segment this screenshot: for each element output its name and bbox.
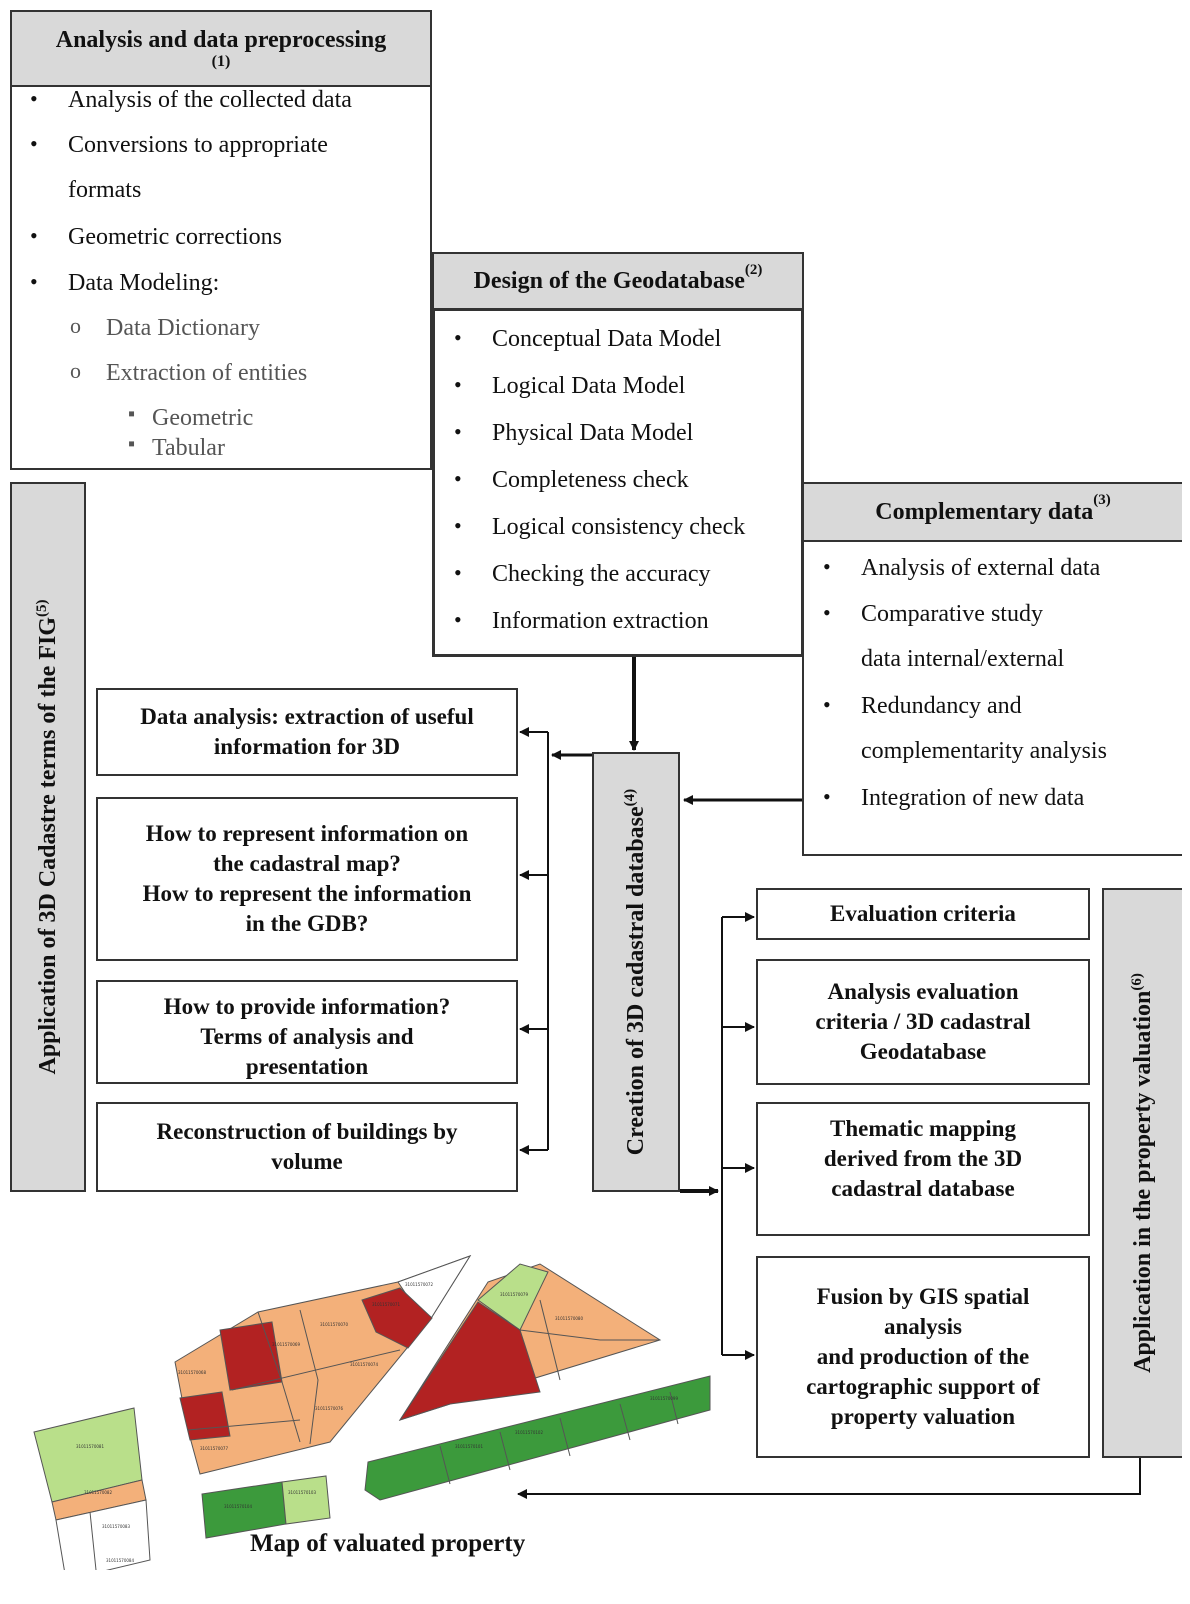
- box3-item: Comparative study: [823, 600, 1043, 628]
- box2-panel: Conceptual Data Model Logical Data Model…: [432, 308, 804, 657]
- map-parcel-label: 31011570069: [272, 1342, 300, 1347]
- valuated-property-map: 31011570072 31011570071 31011570070 3101…: [33, 1255, 711, 1570]
- box2-item: Information extraction: [454, 607, 709, 635]
- map-parcel-label: 31011570080: [555, 1316, 583, 1321]
- map-parcel-label: 31011570102: [515, 1430, 543, 1435]
- left-box-provide-information: How to provide information?Terms of anal…: [96, 980, 518, 1084]
- box1-number: (1): [211, 52, 231, 70]
- map-parcel-red-3: [179, 1391, 231, 1441]
- box2-item: Completeness check: [454, 466, 689, 494]
- box1-subitem: Data Dictionary: [70, 313, 260, 342]
- box3-title: Complementary data: [875, 498, 1094, 525]
- map-parcel-label: 31011570104: [224, 1504, 252, 1509]
- map-parcel-label: 31011570084: [106, 1558, 134, 1563]
- map-parcel-red-triangle: [398, 1301, 541, 1421]
- map-parcel-label: 31011570068: [178, 1370, 206, 1375]
- map-parcel-label: 31011570077: [200, 1446, 228, 1451]
- box1-item: Conversions to appropriate: [30, 131, 328, 159]
- box5-vertical: Application of 3D Cadastre terms of the …: [10, 482, 86, 1192]
- box1-subitem: Extraction of entities: [70, 358, 307, 387]
- map-parcel-label: 31011570079: [500, 1292, 528, 1297]
- map-parcel-white-left: [55, 1499, 151, 1570]
- map-parcel-green-strip: [364, 1375, 711, 1501]
- map-parcel-label: 31011570103: [288, 1490, 316, 1495]
- map-parcel-label: 31011570082: [84, 1490, 112, 1495]
- box6-vertical: Application in the property valuation(6): [1102, 888, 1182, 1458]
- box3-panel: Analysis of external data Comparative st…: [802, 540, 1182, 856]
- map-parcel-label: 31011570076: [315, 1406, 343, 1411]
- map-parcel-label: 31011570070: [320, 1322, 348, 1327]
- box3-item: Redundancy and: [823, 692, 1022, 720]
- box3-item: Integration of new data: [823, 784, 1084, 812]
- box1-item: Geometric corrections: [30, 223, 282, 251]
- map-caption: Map of valuated property: [250, 1530, 526, 1557]
- map-parcel-label: 31011570083: [102, 1524, 130, 1529]
- box1-item: Data Modeling:: [30, 269, 219, 297]
- box2-title: Design of the Geodatabase: [473, 267, 745, 294]
- map-parcel-label: 31011570081: [76, 1444, 104, 1449]
- box4-vertical: Creation of 3D cadastral database(4): [592, 752, 680, 1192]
- right-box-evaluation-criteria: Evaluation criteria: [756, 888, 1090, 940]
- box1-subsubitem: Tabular: [128, 433, 225, 462]
- box1-item: Analysis of the collected data: [30, 86, 352, 114]
- box2-item: Physical Data Model: [454, 419, 693, 447]
- box1-panel: Analysis of the collected data Conversio…: [10, 85, 432, 470]
- box1-header: Analysis and data preprocessing (1): [10, 10, 432, 87]
- arrow-box6-to-map: [517, 1458, 1141, 1499]
- box2-item: Logical Data Model: [454, 372, 685, 400]
- box1-title: Analysis and data preprocessing: [55, 26, 387, 53]
- box1-item-cont: formats: [68, 177, 142, 203]
- box3-number: (3): [1093, 492, 1111, 508]
- map-parcel-label: 31011570072: [405, 1282, 433, 1287]
- map-parcel-light-green-bottom: [281, 1475, 331, 1525]
- map-parcel-red-1: [361, 1287, 433, 1349]
- box2-number: (2): [744, 262, 763, 278]
- map-parcel-label: 31011570074: [350, 1362, 378, 1367]
- box3-item: Analysis of external data: [823, 554, 1100, 582]
- map-parcel-light-green: [477, 1263, 549, 1331]
- map-parcel-label: 31011570071: [372, 1302, 400, 1307]
- box1-subsubitem: Geometric: [128, 403, 253, 432]
- map-parcel-label: 31011570101: [455, 1444, 483, 1449]
- box2-item: Logical consistency check: [454, 513, 745, 541]
- box3-item-cont: complementarity analysis: [861, 738, 1107, 764]
- map-parcel-label: 31011570099: [650, 1396, 678, 1401]
- box2-item: Conceptual Data Model: [454, 325, 721, 353]
- box3-item-cont: data internal/external: [861, 646, 1065, 672]
- box2-item: Checking the accuracy: [454, 560, 710, 588]
